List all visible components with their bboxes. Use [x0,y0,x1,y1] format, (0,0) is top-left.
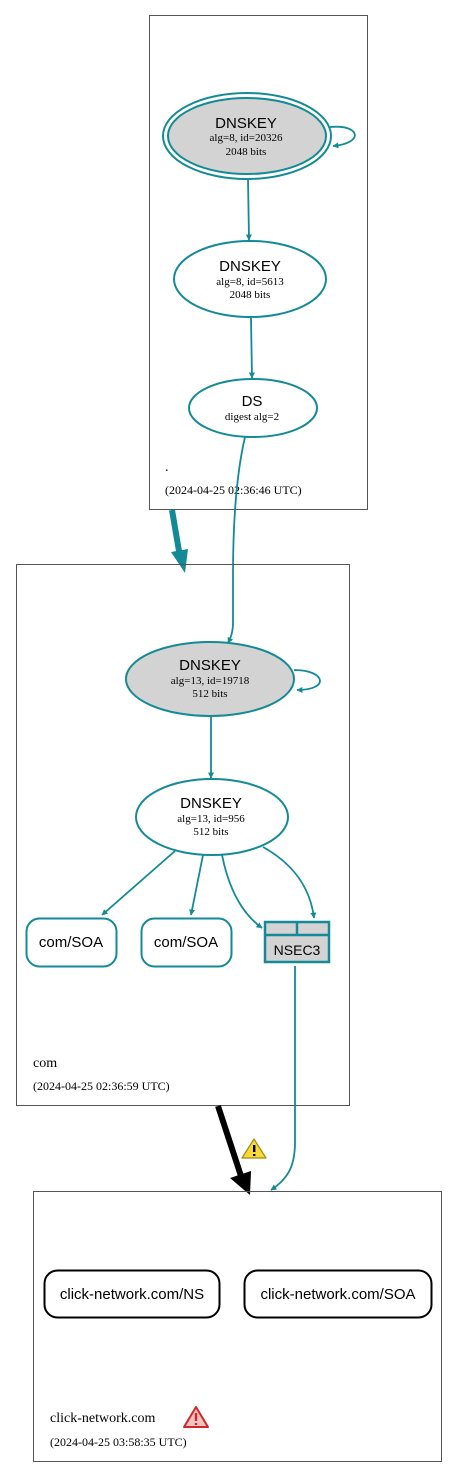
com-zsk-to-soa2-edge [189,854,204,916]
root-ds-node[interactable]: DS digest alg=2 [188,378,318,438]
com-zsk-to-soa1-edge [101,850,176,916]
com-zsk-line2: 512 bits [193,826,228,838]
root-to-com-delegation-arrowhead [171,549,188,573]
zone-click-box [33,1191,442,1462]
click-zone-timestamp: (2024-04-25 03:58:35 UTC) [50,1435,187,1449]
com-nsec3-label: NSEC3 [274,942,321,958]
com-to-click-delegation-edge [215,1105,244,1177]
com-dnskey-ksk-node[interactable]: DNSKEY alg=13, id=19718 512 bits [125,641,295,717]
com-zsk-line1: alg=13, id=956 [177,813,245,825]
zone-root: DNSKEY alg=8, id=20326 2048 bits DNSKEY … [149,15,368,510]
com-ksk-title: DNSKEY [179,657,241,674]
zone-com: DNSKEY alg=13, id=19718 512 bits DNSKEY … [16,564,350,1106]
root-to-com-delegation-edge [169,509,183,558]
com-zsk-to-nsec3-edge-b [262,846,317,919]
com-ksk-line1: alg=13, id=19718 [171,675,250,687]
root-ds-line1: digest alg=2 [225,411,279,423]
com-ksk-self-edge [293,669,321,693]
error-icon[interactable] [183,1406,209,1428]
com-zsk-to-nsec3-edge-a [221,854,263,929]
ds-to-com-ksk-edge [227,436,246,644]
root-ksk-title: DNSKEY [215,115,277,132]
zone-root-box [149,15,368,510]
root-zsk-title: DNSKEY [219,258,281,275]
zone-com-box [16,564,350,1106]
root-ksk-line1: alg=8, id=20326 [210,132,283,144]
com-zsk-title: DNSKEY [180,795,242,812]
com-soa-2-label: com/SOA [154,934,218,951]
warning-icon[interactable] [241,1138,267,1159]
root-zone-timestamp: (2024-04-25 02:36:46 UTC) [165,483,302,497]
com-to-click-delegation-arrowhead [230,1171,251,1195]
click-soa-node[interactable]: click-network.com/SOA [243,1269,433,1319]
com-nsec3-node[interactable]: NSEC3 [263,920,331,964]
root-zsk-to-ds-edge [248,317,255,379]
com-ksk-line2: 512 bits [192,688,227,700]
com-soa-node-1[interactable]: com/SOA [25,917,118,968]
root-zsk-line1: alg=8, id=5613 [216,276,284,288]
root-ksk-line2: 2048 bits [226,146,267,158]
click-soa-label: click-network.com/SOA [260,1286,415,1303]
root-ksk-self-edge [329,125,356,149]
root-ksk-to-zsk-edge [245,178,252,241]
root-dnskey-ksk-node[interactable]: DNSKEY alg=8, id=20326 2048 bits [162,92,332,180]
click-ns-node[interactable]: click-network.com/NS [43,1269,221,1319]
click-ns-label: click-network.com/NS [60,1286,204,1303]
com-soa-1-label: com/SOA [39,934,103,951]
zone-click-network: click-network.com/NS click-network.com/S… [33,1191,442,1462]
com-soa-node-2[interactable]: com/SOA [140,917,233,968]
com-zone-timestamp: (2024-04-25 02:36:59 UTC) [33,1079,170,1093]
com-zone-name: com [33,1056,57,1071]
root-ds-title: DS [242,393,263,410]
nsec3-to-click-network-edge [270,966,296,1191]
root-dnskey-zsk-node[interactable]: DNSKEY alg=8, id=5613 2048 bits [173,240,327,318]
com-dnskey-zsk-node[interactable]: DNSKEY alg=13, id=956 512 bits [135,778,289,856]
root-zsk-line2: 2048 bits [230,289,271,301]
click-zone-name: click-network.com [50,1411,155,1426]
root-zone-name: . [165,460,169,475]
